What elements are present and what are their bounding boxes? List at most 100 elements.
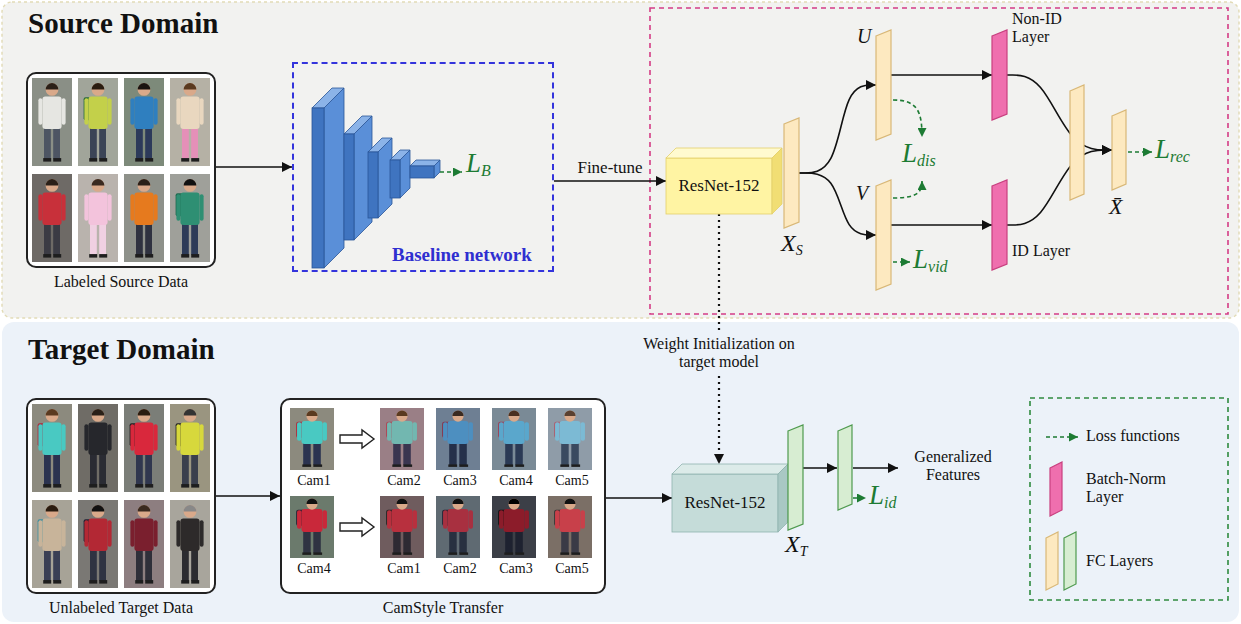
person-arm: [581, 510, 585, 529]
cnn-layer-side: [324, 88, 344, 268]
connector: [799, 173, 876, 235]
cube-top: [672, 464, 788, 474]
loss-label: Lid: [869, 482, 896, 511]
person-shoe: [392, 552, 401, 554]
legend-sample-fc: [1064, 532, 1076, 590]
person-torso: [180, 422, 199, 455]
person-arm: [130, 194, 134, 220]
person-arm: [297, 510, 301, 529]
person-leg: [303, 531, 310, 553]
person-torso: [301, 421, 322, 444]
person-head: [396, 498, 407, 509]
person-hair: [184, 83, 197, 89]
person-leg: [145, 549, 152, 581]
person-hair: [452, 498, 463, 504]
loss-arrow: [1128, 151, 1152, 153]
node-shape: [26, 72, 216, 268]
person-shoe: [560, 464, 569, 466]
node-text: Non-ID Layer: [1012, 10, 1074, 47]
person-hair: [306, 498, 317, 504]
output-label: Generalized Features: [903, 448, 1003, 485]
person-head: [184, 83, 197, 96]
person-head: [92, 83, 105, 96]
node-text: Cam2: [382, 473, 426, 489]
person-head: [46, 179, 59, 192]
person-shoe: [448, 552, 457, 554]
person-arm: [154, 194, 158, 220]
legend-text: Loss functions: [1086, 427, 1180, 445]
fc-shape: [876, 180, 891, 290]
person-hair: [92, 409, 105, 415]
person-torso: [42, 518, 61, 551]
person-torso: [503, 421, 524, 444]
person-leg: [136, 549, 143, 581]
person-arm: [62, 98, 66, 124]
person-shoe: [515, 464, 524, 466]
person-hair: [306, 410, 317, 416]
person-shoe: [53, 580, 61, 584]
person-head: [92, 409, 105, 422]
node-text: Cam3: [438, 473, 482, 489]
person-shoe: [504, 464, 513, 466]
photo-background: [290, 408, 334, 470]
person-arm: [581, 422, 585, 441]
node-text: ID Layer: [1012, 242, 1070, 260]
person-leg: [99, 223, 106, 255]
cnn-illustration: [312, 88, 440, 268]
photo-background: [170, 500, 210, 588]
fc-layer: XT: [788, 425, 803, 530]
photo-background: [170, 78, 210, 166]
person-leg: [449, 443, 456, 465]
person-head: [92, 505, 105, 518]
node-text: XT: [785, 532, 807, 559]
camstyle-panel: Cam1Cam2Cam3Cam4Cam5Cam4Cam1Cam2Cam3Cam5…: [280, 398, 606, 594]
person-leg: [53, 453, 60, 485]
person-leg: [182, 453, 189, 485]
node-text: U: [857, 25, 871, 48]
person-shoe: [43, 158, 51, 162]
person-head: [508, 410, 519, 421]
person-shoe: [135, 484, 143, 488]
person-torso: [391, 509, 412, 532]
legend-sample-line: [1046, 436, 1078, 438]
person-arm: [469, 422, 473, 441]
person-shoe: [99, 484, 107, 488]
person-arm: [525, 510, 529, 529]
person-arm: [469, 510, 473, 529]
person-arm: [108, 98, 112, 124]
person-arm: [130, 98, 134, 124]
person-shoe: [181, 254, 189, 258]
person-leg: [303, 443, 310, 465]
person-leg: [561, 531, 568, 553]
person-hair: [396, 498, 407, 504]
person-hair: [452, 410, 463, 416]
person-arm: [38, 98, 42, 124]
person-shoe: [89, 484, 97, 488]
person-torso: [42, 96, 61, 129]
transfer-arrow: [340, 518, 374, 536]
photo-background: [436, 496, 480, 558]
person-leg: [90, 453, 97, 485]
legend-text: FC Layers: [1086, 552, 1153, 570]
legend-text: Batch-Norm Layer: [1086, 470, 1190, 507]
node-text: Source Domain: [28, 6, 218, 41]
person-arm: [62, 520, 66, 546]
person-head: [46, 83, 59, 96]
person-leg: [571, 531, 578, 553]
person-hair: [184, 409, 197, 415]
person-leg: [191, 127, 198, 159]
cnn-layer-front: [312, 108, 324, 268]
person-leg: [182, 549, 189, 581]
photo-background: [32, 404, 72, 492]
person-shoe: [135, 158, 143, 162]
fc-shape: [992, 180, 1007, 270]
person-shoe: [191, 580, 199, 584]
person-leg: [449, 531, 456, 553]
person-leg: [403, 443, 410, 465]
loss-arrow: [893, 100, 922, 137]
person-hair: [46, 83, 59, 89]
person-head: [138, 179, 151, 192]
person-leg: [136, 223, 143, 255]
fc-layer: Non-ID Layer: [992, 30, 1007, 120]
